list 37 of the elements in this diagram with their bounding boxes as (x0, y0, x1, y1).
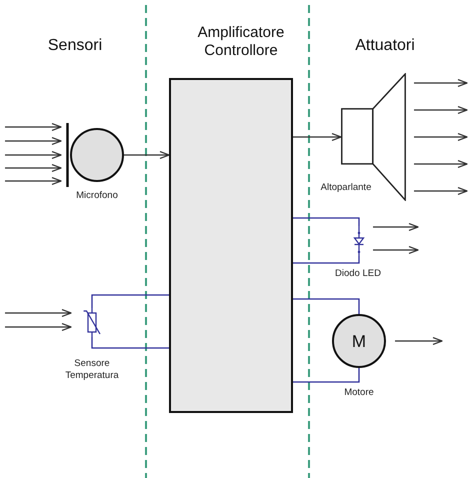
arrow (5, 123, 62, 131)
component-label: Diodo LED (335, 268, 381, 280)
wire (293, 217, 360, 226)
arrow (395, 337, 443, 345)
arrow (414, 133, 468, 141)
arrow (5, 177, 62, 185)
arrow (414, 160, 468, 168)
column-heading: Sensori (48, 36, 102, 55)
component-label: Motore (344, 387, 374, 399)
arrow (414, 187, 468, 195)
arrow (5, 137, 62, 145)
arrow (124, 151, 170, 159)
wire (293, 256, 360, 264)
diode-symbol (353, 226, 365, 256)
arrow (293, 133, 342, 141)
wire (91, 294, 169, 308)
wire (293, 298, 360, 314)
arrow (5, 164, 62, 172)
arrow (373, 223, 419, 231)
arrow (414, 106, 468, 114)
component-label: Sensore Temperatura (65, 358, 119, 382)
arrow (414, 79, 468, 87)
microphone-symbol (66, 123, 124, 187)
arrow (5, 151, 62, 159)
arrow (5, 323, 72, 331)
component-label: Altoparlante (320, 182, 372, 194)
wire (293, 368, 360, 383)
thermistor-symbol (83, 308, 101, 337)
arrow (5, 309, 72, 317)
column-heading: Attuatori (355, 36, 415, 55)
wire (91, 337, 169, 349)
controller-box (169, 78, 293, 413)
motor-symbol (332, 314, 386, 368)
arrow (373, 246, 419, 254)
component-label: Microfono (76, 190, 118, 202)
column-heading: Amplificatore Controllore (198, 24, 284, 60)
motor-label: M (352, 332, 366, 350)
